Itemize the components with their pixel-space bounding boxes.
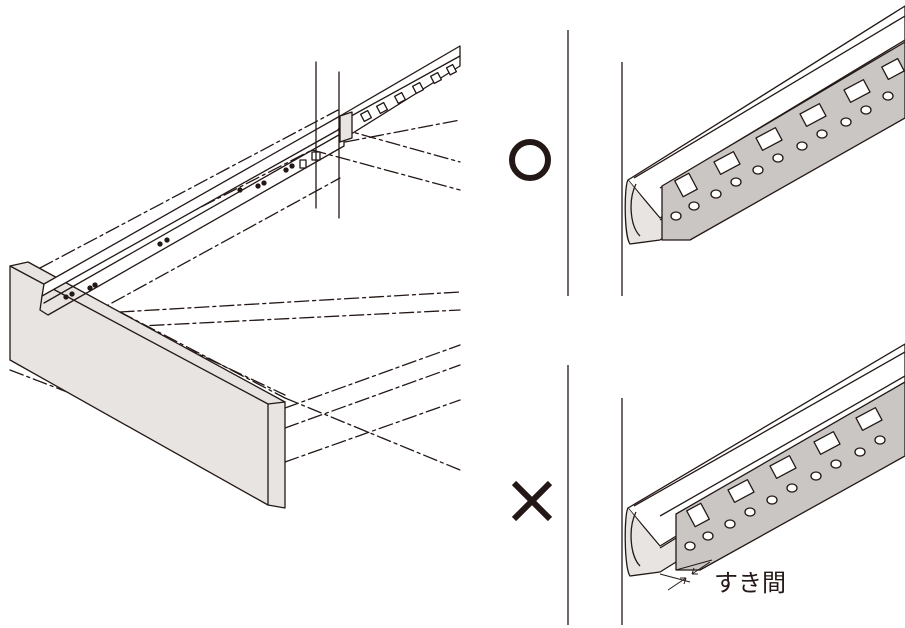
cabinet-slide-rail: [339, 45, 461, 143]
gap-indicator-arrows: [659, 559, 713, 591]
correct-circle-mark: [509, 139, 551, 181]
rail-gap-detail: [621, 343, 905, 625]
drawer-illustration: [9, 45, 461, 509]
gap-label: すき間: [714, 569, 786, 597]
rail-flush-detail: [621, 5, 905, 296]
rail-screw-holes: [63, 163, 295, 300]
drawer-front-panel: [9, 261, 286, 509]
drawer-slide-rail: [39, 115, 345, 316]
incorrect-cross-mark: [511, 480, 553, 522]
